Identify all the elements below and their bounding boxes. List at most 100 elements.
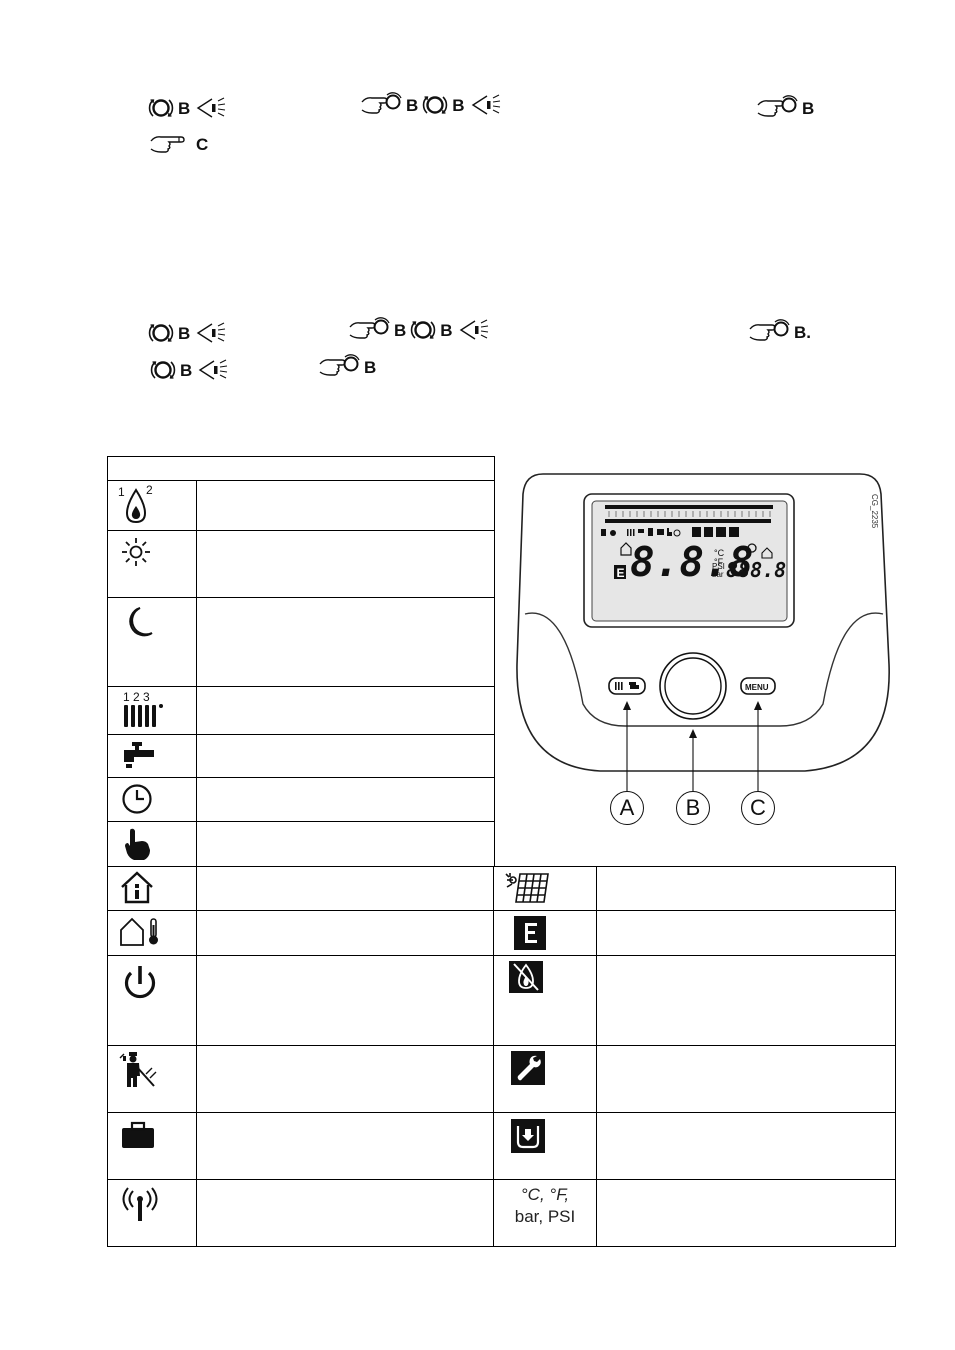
row-divider: [107, 777, 494, 778]
radiator-zones-icon: 1 2 3: [123, 690, 163, 727]
tank-drain-icon: [511, 1119, 545, 1153]
svg-text:1: 1: [118, 485, 125, 499]
press-button-icon: [756, 94, 798, 122]
press-button-icon: [360, 91, 402, 119]
lcd-bar: bar: [712, 570, 724, 579]
antenna-icon: [122, 1187, 158, 1221]
rotate-knob-icon: [148, 320, 174, 346]
sequence-6: B B: [348, 317, 491, 343]
suitcase-icon: [122, 1121, 154, 1148]
controller-device: 8.8.8 °C °F PSI bar 888.8 E CG_2235 MENU: [516, 473, 890, 791]
button-b-label: B: [802, 98, 815, 118]
clock-icon: [122, 784, 152, 814]
callout-c: C: [741, 791, 775, 825]
row-divider: [107, 1179, 895, 1180]
lcd-power-icon: [747, 543, 757, 553]
lcd-house-temp-icon: [761, 547, 773, 559]
symbol-table-top: [107, 456, 495, 867]
row-divider: [107, 1112, 895, 1113]
solar-panel-icon: [505, 873, 549, 903]
no-flame-icon: [509, 961, 543, 993]
button-b-label: B: [178, 98, 191, 118]
error-e-icon: [514, 916, 546, 950]
row-divider: [107, 821, 494, 822]
device-panel-curve: [524, 612, 884, 727]
press-button-icon: [748, 318, 790, 346]
rotate-knob-icon: [148, 95, 174, 121]
units-label: °C, °F, bar, PSI: [502, 1184, 588, 1228]
sequence-1: B: [148, 95, 228, 121]
button-a[interactable]: [608, 677, 646, 695]
button-b-label: B: [178, 323, 191, 343]
button-b-label: B: [180, 360, 193, 380]
units-line-1: °C, °F,: [520, 1185, 570, 1204]
svg-text:2: 2: [146, 484, 153, 497]
button-b-label: B: [364, 357, 377, 377]
flame-1-2-icon: 1 2: [118, 484, 153, 524]
wrench-icon: [511, 1051, 545, 1085]
moon-icon: [129, 607, 153, 637]
row-divider: [107, 597, 494, 598]
lcd-small-digits: 888.8: [726, 558, 786, 582]
units-line-2: bar, PSI: [514, 1207, 576, 1226]
sun-icon: [122, 538, 150, 566]
row-divider: [107, 530, 494, 531]
row-divider: [107, 1045, 895, 1046]
blinking-icon: [194, 96, 228, 120]
row-divider: [107, 734, 494, 735]
button-b-label: B: [440, 320, 453, 340]
button-b-label: B: [394, 320, 407, 340]
device-code: CG_2235: [870, 494, 879, 529]
callout-b: B: [676, 791, 710, 825]
lcd-e-box: [614, 565, 626, 579]
lcd-e-symbol: E: [617, 566, 625, 580]
press-button-icon: [148, 130, 192, 158]
row-divider: [107, 910, 895, 911]
button-c[interactable]: [740, 677, 776, 695]
sequence-7: B.: [748, 319, 811, 345]
column-divider: [493, 866, 494, 1247]
lcd-psi: PSI: [712, 562, 725, 571]
callout-a: A: [610, 791, 644, 825]
tap-icon: [124, 742, 154, 768]
house-thermometer-icon: [120, 917, 158, 946]
symbol-table-bottom: [107, 866, 896, 1247]
press-button-icon: [348, 316, 390, 344]
button-b-label: B.: [794, 322, 811, 342]
hand-icon: [125, 828, 150, 860]
sequence-2: C: [148, 131, 208, 157]
button-b-label: B: [452, 95, 465, 115]
sequence-3: B B: [360, 92, 503, 118]
house-info-icon: [121, 871, 153, 904]
lcd-big-digits: 8.8.8: [630, 538, 753, 586]
column-divider: [196, 866, 197, 1247]
button-b-label: B: [406, 95, 419, 115]
press-button-icon: [318, 353, 360, 381]
sequence-9: B: [318, 354, 376, 380]
lcd-timeline-bar-2: [605, 519, 771, 523]
table-header-divider: [107, 480, 494, 481]
lcd-fahrenheit: °F: [714, 557, 724, 567]
button-c-label: C: [196, 134, 209, 154]
lcd-celsius: °C: [714, 548, 725, 558]
lcd-timeline-bar: [605, 505, 773, 509]
blinking-icon: [196, 358, 230, 382]
chimney-sweep-icon: [119, 1052, 157, 1087]
blinking-icon: [457, 318, 491, 342]
sequence-5: B: [148, 320, 228, 346]
rotate-knob-icon: [422, 92, 448, 118]
rotate-knob-icon: [410, 317, 436, 343]
row-divider: [107, 686, 494, 687]
blinking-icon: [194, 321, 228, 345]
column-divider: [596, 866, 597, 1247]
blinking-icon: [469, 93, 503, 117]
sequence-4: B: [756, 95, 814, 121]
power-icon: [124, 966, 156, 999]
column-divider: [196, 480, 197, 867]
sequence-8: B: [150, 357, 230, 383]
svg-text:1 2 3: 1 2 3: [123, 690, 150, 704]
rotate-knob-icon: [150, 357, 176, 383]
button-c-label: MENU: [745, 683, 769, 692]
lcd-house-icon: [620, 542, 632, 556]
row-divider: [107, 955, 895, 956]
